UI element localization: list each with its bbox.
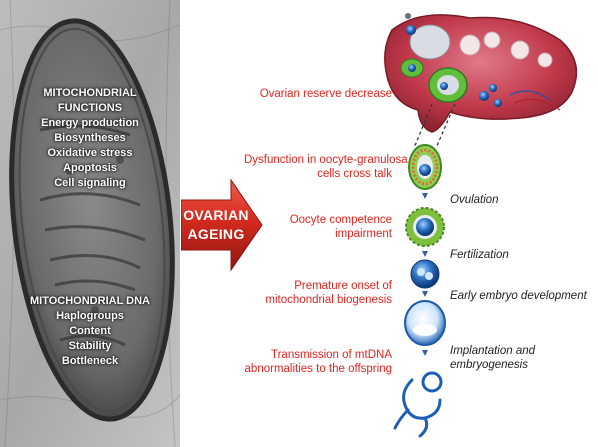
- ovarian-ageing-arrow: [181, 178, 263, 272]
- function-item: Biosyntheses: [54, 132, 126, 144]
- dna-item: Stability: [68, 340, 112, 352]
- stage-mtdna-transmission: Transmission of mtDNA abnormalities to t…: [244, 349, 392, 375]
- stage-cross-talk: Dysfunction in oocyte-granulosa cells cr…: [244, 154, 408, 180]
- zoom-lines: [413, 103, 456, 149]
- zygote-illustration: [410, 259, 440, 289]
- dna-item: Bottleneck: [61, 355, 119, 367]
- functions-heading-line-2: FUNCTIONS: [57, 102, 123, 114]
- event-early-embryo: Early embryo development: [450, 290, 587, 302]
- arrow-label-line-1: OVARIAN: [183, 207, 249, 223]
- follicle-illustration: [408, 144, 442, 190]
- ovary-illustration: [384, 13, 578, 133]
- event-fertilization: Fertilization: [450, 249, 509, 261]
- dna-heading: MITOCHONDRIAL DNA: [30, 295, 150, 307]
- stage-ovarian-reserve: Ovarian reserve decrease: [259, 88, 392, 100]
- function-item: Cell signaling: [54, 177, 126, 189]
- arrow-label-line-2: AGEING: [187, 226, 245, 242]
- event-implantation: Implantation and embryogenesis: [450, 345, 536, 371]
- mitochondrial-dna-block: MITOCHONDRIAL DNA Haplogroups Content St…: [0, 294, 180, 369]
- function-item: Apoptosis: [63, 162, 117, 174]
- stage-oocyte-competence: Oocyte competence impairment: [289, 214, 392, 240]
- function-item: Oxidative stress: [47, 147, 133, 159]
- event-ovulation: Ovulation: [450, 194, 499, 206]
- dna-item: Haplogroups: [56, 310, 124, 322]
- flow-arrows: [422, 193, 428, 356]
- dna-item: Content: [69, 325, 111, 337]
- function-item: Energy production: [41, 117, 139, 129]
- fetus-illustration: [393, 371, 443, 438]
- mitochondrion-micrograph: [0, 0, 180, 447]
- oocyte-cumulus-illustration: [405, 207, 445, 247]
- mitochondrial-functions-block: MITOCHONDRIAL FUNCTIONS Energy productio…: [0, 86, 180, 191]
- functions-heading-line-1: MITOCHONDRIAL: [43, 87, 137, 99]
- mitochondrion-image-panel: MITOCHONDRIAL FUNCTIONS Energy productio…: [0, 0, 180, 447]
- blastocyst-illustration: [404, 300, 446, 346]
- stage-mitochondrial-biogenesis: Premature onset of mitochondrial biogene…: [265, 280, 392, 306]
